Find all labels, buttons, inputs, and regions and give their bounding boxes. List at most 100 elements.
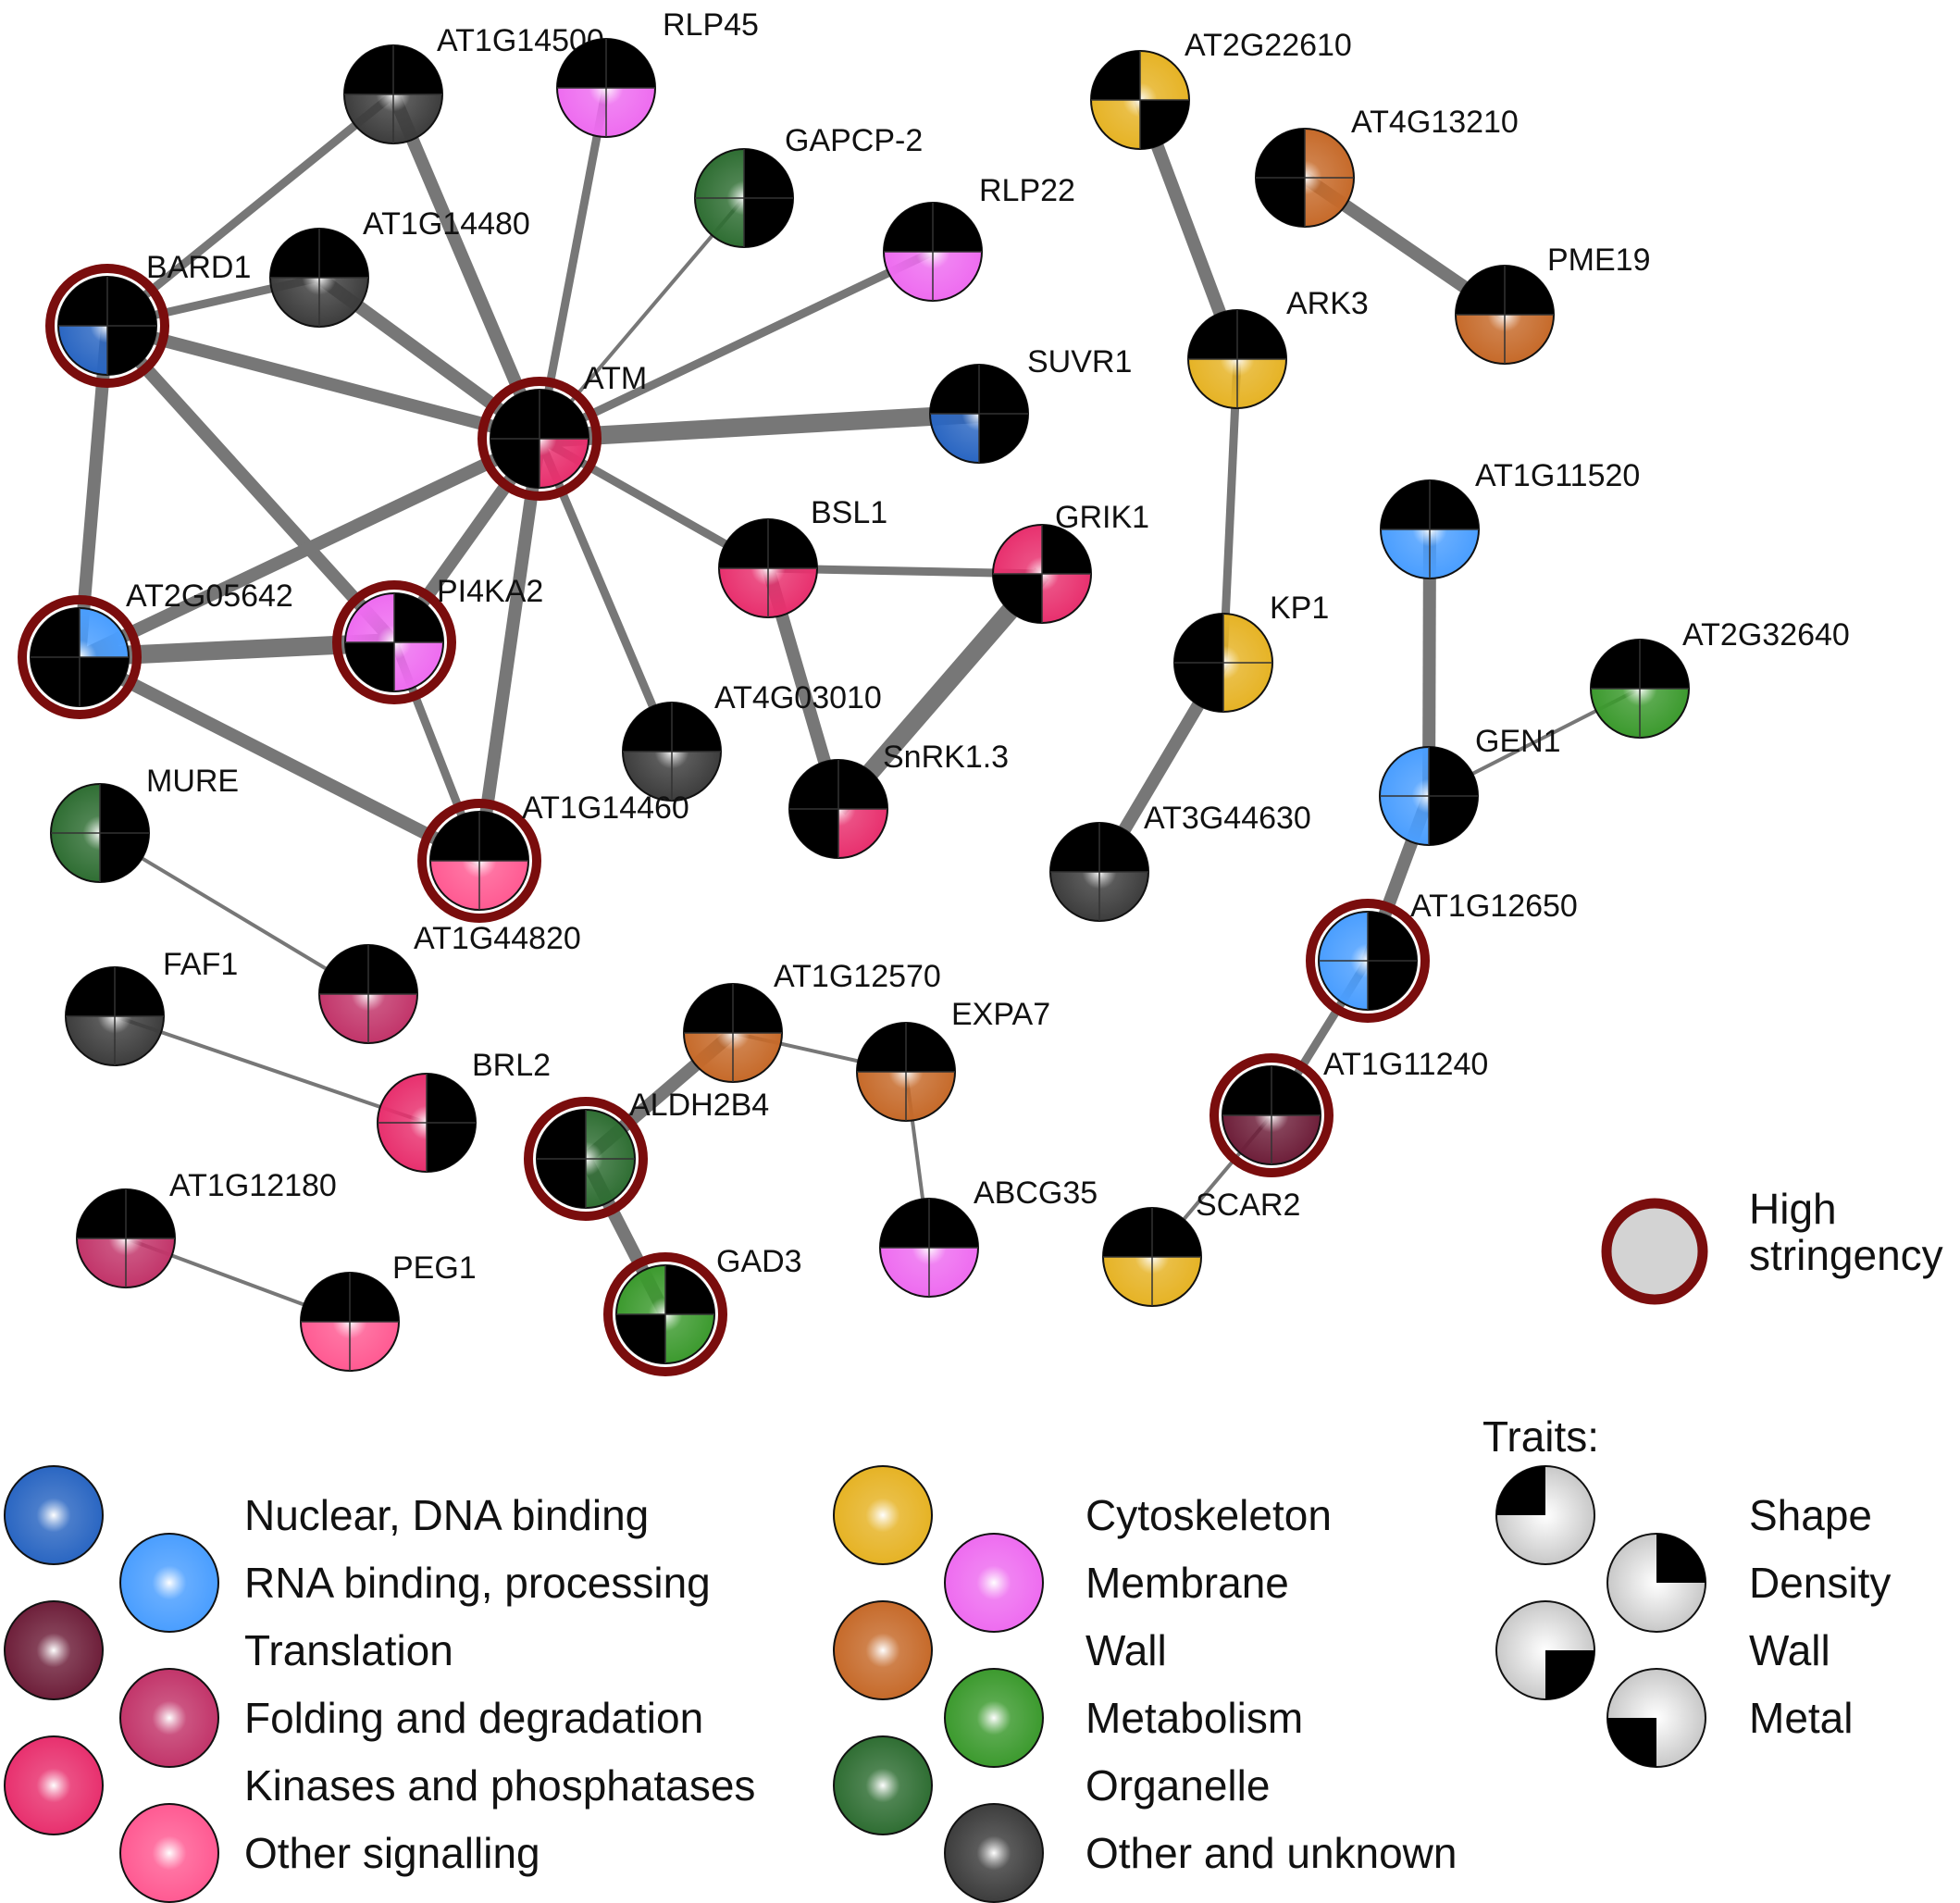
node-AT1G14460[interactable]: AT1G14460 [417,790,689,923]
node-label: BSL1 [811,495,887,530]
node-BSL1[interactable]: BSL1 [718,495,887,618]
edge-RLP22-ATM [538,247,935,443]
trait-wall-quadrant [1429,796,1478,845]
legend-label: RNA binding, processing [244,1559,711,1607]
legend-item-organelle: Organelle [833,1735,1270,1835]
trait-wall-quadrant [1368,961,1417,1010]
node-AT4G03010[interactable]: AT4G03010 [622,680,882,802]
node-ATM[interactable]: ATM [478,361,647,501]
legend: High stringency Nuclear, DNA bindingRNA … [4,1185,1943,1903]
node-BRL2[interactable]: BRL2 [377,1048,551,1173]
traits-title: Traits: [1482,1412,1599,1461]
node-AT4G13210[interactable]: AT4G13210 [1255,105,1519,228]
high-stringency-icon [1601,1198,1708,1305]
trait-density-quadrant [107,277,156,326]
node-AT1G11240[interactable]: AT1G11240 [1209,1047,1488,1177]
node-ALDH2B4[interactable]: ALDH2B4 [524,1088,769,1221]
edge-ATM-SUVR1 [539,404,980,448]
edge-FAF1-BRL2 [114,1014,428,1125]
legend-item-kinases: Kinases and phosphatases [4,1735,755,1835]
node-SUVR1[interactable]: SUVR1 [929,344,1132,464]
trait-density-quadrant [1099,823,1148,872]
node-label: GEN1 [1475,724,1561,759]
node-BARD1[interactable]: BARD1 [45,250,251,388]
node-label: RLP45 [663,7,759,43]
trait-density-quadrant [665,1265,714,1314]
membrane-swatch-icon [944,1533,1044,1633]
trait-shape-quadrant [623,703,672,752]
legend-label: Cytoskeleton [1085,1491,1332,1539]
node-AT1G12570[interactable]: AT1G12570 [683,959,941,1083]
node-AT1G14480[interactable]: AT1G14480 [269,206,530,328]
trait-density-quadrant [838,760,887,809]
node-label: AT1G14460 [522,790,689,826]
trait-density-quadrant [393,45,442,94]
node-label: AT3G44630 [1144,801,1311,836]
node-label: RLP22 [979,173,1075,208]
node-RLP22[interactable]: RLP22 [883,173,1075,302]
trait-shape-quadrant [1591,640,1640,689]
trait-shape-quadrant [1050,823,1099,872]
node-label: AT4G03010 [714,680,882,715]
trait-shape-quadrant [537,1110,586,1159]
node-EXPA7[interactable]: EXPA7 [856,997,1050,1122]
legend-trait-wall: Wall [1495,1600,1830,1700]
legend-item-rna: RNA binding, processing [119,1533,711,1633]
legend-item-other: Other and unknown [944,1803,1458,1903]
node-FAF1[interactable]: FAF1 [65,947,238,1066]
trait-metal-quadrant [537,1159,586,1208]
node-AT2G22610[interactable]: AT2G22610 [1090,28,1352,150]
node-GRIK1[interactable]: GRIK1 [992,500,1149,624]
trait-metal-quadrant [616,1314,665,1363]
node-AT1G11520[interactable]: AT1G11520 [1380,458,1640,579]
node-GAPCP2[interactable]: GAPCP-2 [694,123,923,248]
trait-shape-quadrant [1222,1066,1272,1115]
trait-shape-quadrant [270,229,319,278]
node-label: ALDH2B4 [629,1088,769,1123]
trait-density-quadrant [768,519,817,568]
legend-label: Translation [244,1626,453,1674]
node-label: AT2G05642 [126,578,293,614]
node-AT3G44630[interactable]: AT3G44630 [1049,801,1311,922]
node-AT2G05642[interactable]: AT2G05642 [18,578,293,719]
node-label: AT1G14480 [363,206,530,242]
legend-label: Other and unknown [1085,1829,1458,1877]
node-MURE[interactable]: MURE [50,764,239,883]
node-label: PI4KA2 [437,574,543,609]
node-ARK3[interactable]: ARK3 [1187,286,1369,409]
legend-label: Folding and degradation [244,1694,703,1742]
node-GEN1[interactable]: GEN1 [1379,724,1561,846]
trait-wall-quadrant [80,657,129,706]
node-label: AT2G22610 [1185,28,1352,63]
other-swatch-icon [944,1803,1044,1903]
trait-shape-quadrant [789,760,838,809]
node-AT1G12180[interactable]: AT1G12180 [76,1168,337,1288]
node-RLP45[interactable]: RLP45 [556,7,759,138]
node-AT2G32640[interactable]: AT2G32640 [1590,617,1850,739]
trait-shape-quadrant [557,39,606,88]
legend-label: Metabolism [1085,1694,1303,1742]
node-GAD3[interactable]: GAD3 [603,1244,802,1376]
node-ABCG35[interactable]: ABCG35 [879,1175,1098,1298]
trait-density-quadrant [906,1023,955,1072]
node-AT1G12650[interactable]: AT1G12650 [1306,889,1578,1023]
trait-metal-quadrant [1174,663,1223,712]
organelle-swatch-icon [833,1735,933,1835]
trait-density-quadrant [1656,1534,1706,1583]
node-AT1G14500[interactable]: AT1G14500 [343,23,604,144]
trait-density-quadrant [606,39,655,88]
trait-density-quadrant [979,365,1028,414]
node-PI4KA2[interactable]: PI4KA2 [332,574,543,704]
node-label: PEG1 [392,1250,477,1286]
legend-trait-metal: Metal [1606,1668,1853,1768]
trait-density-quadrant [933,203,982,252]
legend-trait-shape: Shape [1495,1465,1872,1565]
node-PME19[interactable]: PME19 [1455,243,1651,365]
node-KP1[interactable]: KP1 [1173,591,1329,713]
trait-shape-quadrant [344,45,393,94]
node-PEG1[interactable]: PEG1 [300,1250,477,1372]
node-SnRK13[interactable]: SnRK1.3 [788,740,1009,859]
node-AT1G44820[interactable]: AT1G44820 [318,921,581,1044]
node-SCAR2[interactable]: SCAR2 [1102,1188,1300,1307]
